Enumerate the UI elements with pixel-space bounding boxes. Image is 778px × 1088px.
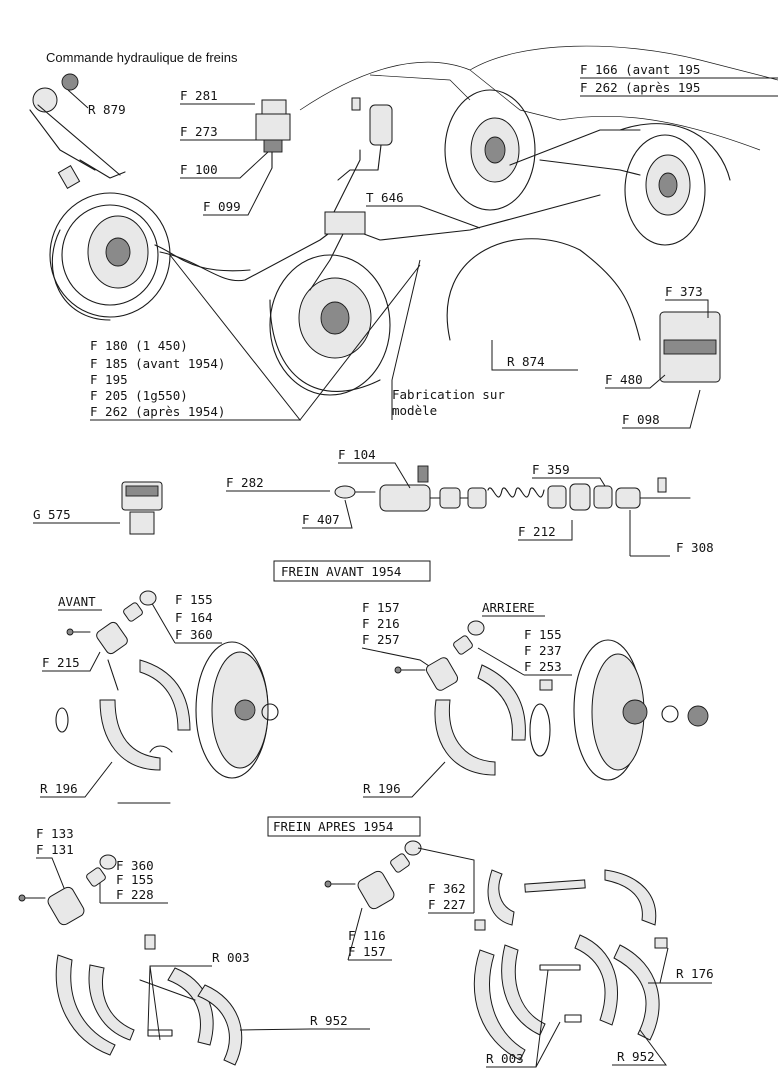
label-f180: F 180 (1 450) [90,338,188,353]
avant-brake-shoes [55,659,191,771]
label-f185: F 185 (avant 1954) [90,356,225,371]
apres-left-brake-shoes [55,934,243,1066]
label-f373: F 373 [665,284,703,299]
label-f480: F 480 [605,372,643,387]
avant-label-f360: F 360 [175,627,213,642]
frein-apres-title-box [267,816,421,837]
brake-pad-box [659,311,721,383]
apres-left-label-r952: R 952 [310,1013,348,1028]
front-wheel-center [269,254,391,396]
frein-avant-title-box [273,560,431,582]
master-cylinder-exploded [334,465,691,512]
label-g575: G 575 [33,507,71,522]
label-f098: F 098 [622,412,660,427]
arriere-brake-drum [573,639,709,781]
arriere-label-f155: F 155 [524,627,562,642]
label-f262-top: F 262 (après 195 [580,80,700,95]
avant-label-f155: F 155 [175,592,213,607]
arriere-brake-shoes [434,664,553,776]
label-f212: F 212 [518,524,556,539]
frein-avant-title: FREIN AVANT 1954 [281,564,401,579]
apres-left-label-f228: F 228 [116,887,154,902]
label-t646: T 646 [366,190,404,205]
label-r874: R 874 [507,354,545,369]
fluid-reservoir [337,97,393,181]
label-f308: F 308 [676,540,714,555]
arriere-label-f257: F 257 [362,632,400,647]
rear-wheel-right [619,123,731,246]
apres-left-label-f133: F 133 [36,826,74,841]
avant-label-f215: F 215 [42,655,80,670]
label-f100: F 100 [180,162,218,177]
flexible-hose [446,238,641,341]
apres-right-brake-shoes [473,869,668,1061]
front-wheel-left [49,192,171,321]
apres-right-label-f116: F 116 [348,928,386,943]
apres-right-label-r952: R 952 [617,1049,655,1064]
label-fabrication-1: Fabrication sur [392,387,505,402]
frein-apres-title: FREIN APRES 1954 [273,819,393,834]
brake-light-switch [255,99,291,169]
brake-pedal-assembly [29,73,126,189]
arriere-label-f216: F 216 [362,616,400,631]
label-f359: F 359 [532,462,570,477]
apres-left-label-f131: F 131 [36,842,74,857]
section1-labels: R 879 F 281 F 273 F 100 F 099 T 646 F 16… [67,62,778,429]
apres-right-label-f157: F 157 [348,944,386,959]
label-f099: F 099 [203,199,241,214]
avant-wheel-cylinder [66,590,157,655]
apres-left-label-r003: R 003 [212,950,250,965]
label-r879: R 879 [88,102,126,117]
apres-left-label-f155: F 155 [116,872,154,887]
arriere-label-f157: F 157 [362,600,400,615]
apres-left-wheel-cylinder [18,854,117,926]
car-body-sketch [299,45,778,151]
label-f262: F 262 (après 1954) [90,404,225,419]
page-title: Commande hydraulique de freins [46,50,238,65]
label-f273: F 273 [180,124,218,139]
label-f281: F 281 [180,88,218,103]
arriere-label-f237: F 237 [524,643,562,658]
apres-left-label-f360: F 360 [116,858,154,873]
label-f282: F 282 [226,475,264,490]
arriere-label-r196: R 196 [363,781,401,796]
arriere-label-f253: F 253 [524,659,562,674]
arriere-wheel-cylinder [394,620,485,691]
label-f195: F 195 [90,372,128,387]
label-f104: F 104 [338,447,376,462]
apres-right-wheel-cylinder [324,840,422,910]
arriere-heading: ARRIERE [482,600,535,615]
label-f205: F 205 (1g550) [90,388,188,403]
avant-heading: AVANT [58,594,96,609]
avant-brake-drum [195,641,279,779]
apres-right-label-r003: R 003 [486,1051,524,1066]
label-f166: F 166 (avant 195 [580,62,700,77]
brake-lines [154,129,641,291]
apres-right-label-f362: F 362 [428,881,466,896]
rear-wheel-left [444,89,536,211]
section2-labels: F 104 F 359 F 282 F 407 F 212 F 308 G 57… [33,447,714,557]
label-f407: F 407 [302,512,340,527]
avant-label-f164: F 164 [175,610,213,625]
brake-valve-g575 [121,481,163,535]
label-fabrication-2: modèle [392,403,437,418]
apres-right-label-f227: F 227 [428,897,466,912]
apres-right-label-r176: R 176 [676,966,714,981]
avant-label-r196: R 196 [40,781,78,796]
